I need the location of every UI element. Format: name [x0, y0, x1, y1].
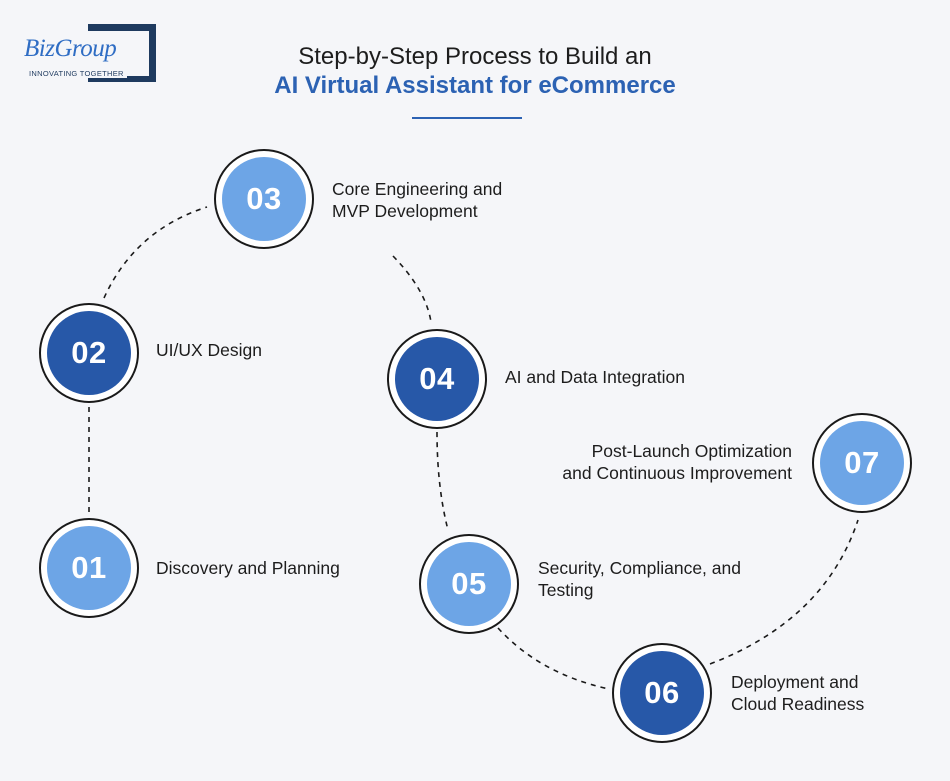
logo-wordmark: BizGroup	[24, 35, 119, 62]
step-06-circle: 06	[612, 643, 712, 743]
step-04-label: AI and Data Integration	[505, 366, 685, 388]
connector-03-04	[392, 255, 432, 323]
step-02-circle: 02	[39, 303, 139, 403]
step-03-label: Core Engineering and MVP Development	[332, 178, 502, 222]
step-04-number: 04	[395, 337, 479, 421]
step-06-label-line-1: Deployment and	[731, 672, 859, 692]
step-04-circle: 04	[387, 329, 487, 429]
connector-05-06	[497, 627, 610, 690]
step-07-label: Post-Launch Optimization and Continuous …	[562, 440, 792, 484]
page-title-line-1: Step-by-Step Process to Build an	[298, 43, 652, 70]
step-04-label-line-1: AI and Data Integration	[505, 367, 685, 387]
step-01-number: 01	[47, 526, 131, 610]
step-01-circle: 01	[39, 518, 139, 618]
connector-04-05	[436, 431, 449, 531]
step-01-label: Discovery and Planning	[156, 557, 340, 579]
bizgroup-logo: BizGroup INNOVATING TOGETHER	[20, 24, 160, 86]
step-07-label-line-2: and Continuous Improvement	[562, 463, 792, 483]
step-07-label-line-1: Post-Launch Optimization	[591, 441, 792, 461]
connector-02-03	[103, 206, 208, 299]
connector-06-07	[709, 519, 859, 665]
step-01-label-line-1: Discovery and Planning	[156, 558, 340, 578]
step-05-label: Security, Compliance, and Testing	[538, 557, 741, 601]
logo-tagline: INNOVATING TOGETHER	[29, 70, 127, 78]
step-02-label: UI/UX Design	[156, 339, 262, 361]
step-07-number: 07	[820, 421, 904, 505]
step-03-label-line-1: Core Engineering and	[332, 179, 503, 199]
step-03-label-line-2: MVP Development	[332, 201, 478, 221]
step-02-number: 02	[47, 311, 131, 395]
step-07-circle: 07	[812, 413, 912, 513]
page-title-line-2: AI Virtual Assistant for eCommerce	[274, 72, 676, 99]
step-06-number: 06	[620, 651, 704, 735]
logo-frame	[88, 24, 156, 82]
step-05-circle: 05	[419, 534, 519, 634]
step-05-label-line-1: Security, Compliance, and	[538, 558, 741, 578]
step-06-label-line-2: Cloud Readiness	[731, 694, 865, 714]
step-02-label-line-1: UI/UX Design	[156, 340, 263, 360]
step-05-label-line-2: Testing	[538, 580, 594, 600]
title-underline	[412, 117, 522, 119]
step-05-number: 05	[427, 542, 511, 626]
step-03-circle: 03	[214, 149, 314, 249]
step-06-label: Deployment and Cloud Readiness	[731, 671, 864, 715]
step-03-number: 03	[222, 157, 306, 241]
